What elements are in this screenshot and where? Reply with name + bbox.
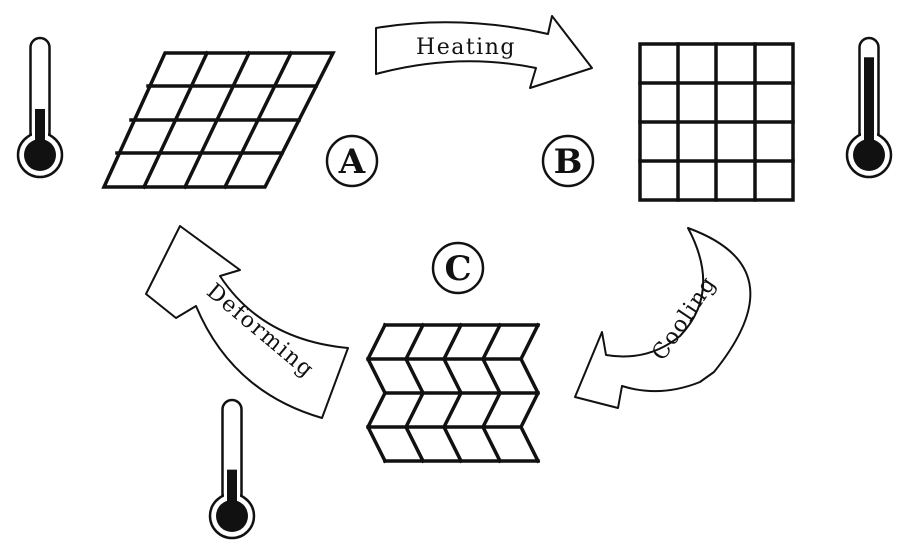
phase-b-label: B [554,142,583,182]
lattice-a [101,50,336,190]
lattice-b [638,42,795,202]
cooling-arrow: Cooling [574,227,752,409]
phase-b-badge: B [541,134,595,188]
thermometer-mercury [227,469,237,508]
deforming-arrow: Deforming [145,225,349,419]
thermometer-high-b [845,36,893,179]
phase-c-label: C [444,249,471,289]
phase-c-badge: C [431,241,485,295]
thermometer-bulb-fill [853,139,885,171]
heating-arrow: Heating [375,15,593,89]
thermometer-bulb-fill [24,139,56,171]
thermometer-low-c [208,398,256,540]
phase-a-label: A [338,142,366,182]
phase-a-badge: A [325,134,379,188]
thermometer-low-a [16,36,64,179]
thermometer-mercury [35,108,45,147]
lattice-c [366,322,541,464]
thermometer-mercury [864,57,874,147]
thermometer-bulb-fill [216,500,248,532]
heating-label: Heating [416,35,516,60]
